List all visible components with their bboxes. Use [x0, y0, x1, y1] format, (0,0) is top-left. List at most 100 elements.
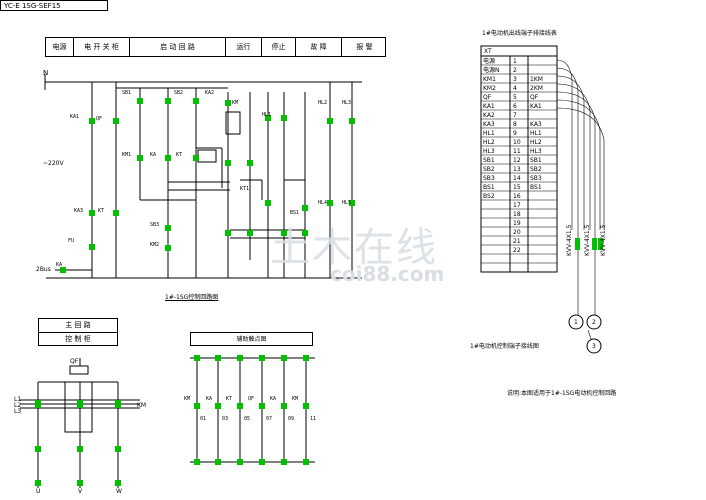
note-text: 说明:本图适用于1#-1SG电动机控制回路	[507, 390, 617, 397]
terminal-row-name: KA3	[483, 121, 495, 128]
node-label-1: 1	[574, 319, 578, 326]
terminal-row-number: 11	[513, 148, 521, 155]
svg-text:07: 07	[266, 416, 272, 422]
svg-text:05: 05	[244, 416, 250, 422]
terminal-row-name: QF	[483, 94, 492, 101]
terminal-row-name: HL3	[483, 148, 495, 155]
terminal-row-number: 10	[513, 139, 521, 146]
svg-text:SB1: SB1	[122, 90, 131, 96]
terminal-row-wire: HL1	[530, 130, 542, 137]
watermark: 土木在线	[270, 215, 438, 273]
terminal-row-name: SB2	[483, 166, 495, 173]
cable-label-2: KVV-4X1.5	[584, 224, 591, 256]
svg-text:HL4: HL4	[318, 200, 327, 206]
power-bottom-label-3: W	[116, 488, 122, 495]
terminal-row-number: 17	[513, 202, 521, 209]
svg-text:KM2: KM2	[150, 242, 159, 248]
terminal-row-number: 12	[513, 157, 521, 164]
voltage-label: ~220V	[43, 160, 64, 167]
terminal-row-name: BS2	[483, 193, 495, 200]
svg-text:03: 03	[222, 416, 228, 422]
terminal-row-wire: HL2	[530, 139, 542, 146]
terminal-row-number: 7	[513, 112, 517, 119]
svg-text:KA: KA	[270, 396, 276, 402]
terminal-row-number: 21	[513, 238, 521, 245]
terminal-row-number: 2	[513, 67, 517, 74]
secondary-title: 辅助触点图	[236, 336, 267, 343]
terminal-row-name: 电源	[483, 58, 496, 65]
svg-text:KM: KM	[232, 100, 238, 106]
terminal-row-number: 20	[513, 229, 521, 236]
title-block: YC-E 1SG-SEF15	[0, 0, 108, 11]
power-side-label-3: L3	[14, 408, 22, 415]
svg-text:KA: KA	[56, 262, 62, 268]
header-cell-power: 电源	[46, 38, 74, 56]
svg-text:KT: KT	[176, 152, 182, 158]
svg-text:09: 09	[288, 416, 294, 422]
svg-text:KT: KT	[226, 396, 232, 402]
svg-text:BS1: BS1	[290, 210, 299, 216]
power-table-row-1: 主 回 路	[65, 321, 91, 329]
terminal-row-wire: SB1	[530, 157, 542, 164]
power-side-label-1: L1	[14, 396, 22, 403]
terminal-row-name: SB1	[483, 157, 495, 164]
terminal-row-number: 16	[513, 193, 521, 200]
terminal-caption: 1#电动机控制端子接线图	[470, 343, 539, 350]
node-label-3: 3	[592, 343, 596, 350]
header-cell-run: 运行	[226, 38, 262, 56]
terminal-row-name: SB3	[483, 175, 495, 182]
left-bus-label: 2Bus	[36, 266, 51, 273]
terminal-row-number: 9	[513, 130, 517, 137]
header-cell-start: 启 动 回 路	[130, 38, 226, 56]
terminal-row-wire: KA1	[530, 103, 542, 110]
svg-text:KM: KM	[292, 396, 298, 402]
watermark-text: 土木在线	[270, 225, 438, 271]
svg-text:KA: KA	[206, 396, 212, 402]
svg-text:KA3: KA3	[74, 208, 83, 214]
power-table: 主 回 路 控 制 柜	[38, 318, 118, 346]
terminal-row-wire: SB2	[530, 166, 542, 173]
power-side-label-2: L2	[14, 402, 22, 409]
terminal-row-name: HL2	[483, 139, 495, 146]
terminal-row-wire: HL3	[530, 148, 542, 155]
svg-text:HL5: HL5	[342, 200, 351, 206]
svg-text:SB2: SB2	[174, 90, 183, 96]
svg-text:KA2: KA2	[205, 90, 214, 96]
header-cell-fault: 故 障	[296, 38, 342, 56]
power-table-row-2: 控 制 柜	[65, 335, 91, 343]
svg-text:HL1: HL1	[262, 112, 271, 118]
svg-text:HL2: HL2	[318, 100, 327, 106]
svg-text:HL3: HL3	[342, 100, 351, 106]
bus-label: N	[43, 69, 49, 77]
power-bottom-label-2: V	[78, 488, 83, 495]
header-row: 电源 电 开 关 柜 启 动 回 路 运行 停止 故 障 报 警	[45, 37, 386, 57]
terminal-row-name: KM1	[483, 76, 496, 83]
title-text: YC-E 1SG-SEF15	[4, 2, 61, 10]
cable-label-3: KVV-4X1.5	[600, 224, 607, 256]
terminal-row-number: 8	[513, 121, 517, 128]
terminal-table-title: 1#电动机出线端子排接线表	[482, 30, 557, 37]
power-bottom-label-1: U	[36, 488, 41, 495]
terminal-row-wire: BS1	[530, 184, 542, 191]
terminal-row-name: BS1	[483, 184, 495, 191]
power-right-label: KM	[137, 402, 147, 409]
terminal-row-number: 14	[513, 175, 521, 182]
power-top-label: QF	[70, 358, 79, 365]
terminal-row-number: 19	[513, 220, 521, 227]
terminal-row-wire: SB3	[530, 175, 542, 182]
svg-text:KA1: KA1	[70, 114, 79, 120]
svg-text:KA: KA	[150, 152, 156, 158]
terminal-row-wire: QF	[530, 94, 539, 101]
svg-text:01: 01	[200, 416, 206, 422]
svg-text:QF: QF	[248, 396, 254, 402]
node-label-2: 2	[592, 319, 596, 326]
terminal-row-name: KA1	[483, 103, 495, 110]
svg-text:KT: KT	[98, 208, 104, 214]
terminal-row-number: 18	[513, 211, 521, 218]
terminal-row-number: 1	[513, 58, 517, 65]
terminal-row-number: 4	[513, 85, 517, 92]
svg-text:QF: QF	[96, 116, 102, 122]
terminal-row-name: HL1	[483, 130, 495, 137]
terminal-row-number: 15	[513, 184, 521, 191]
